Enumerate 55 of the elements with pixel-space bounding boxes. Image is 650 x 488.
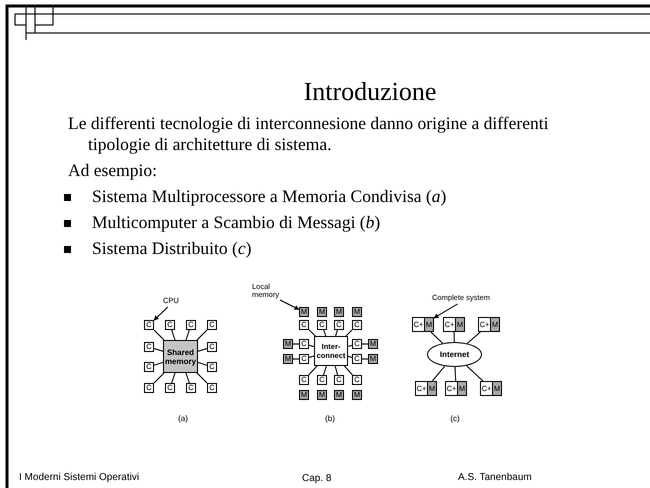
connection-line xyxy=(454,366,456,382)
connection-line xyxy=(154,362,164,366)
connection-line xyxy=(348,356,352,358)
network-ellipse: Internet xyxy=(427,342,482,367)
leader-arrow xyxy=(280,300,300,310)
connection-line xyxy=(186,330,190,340)
connection-line xyxy=(335,330,338,336)
connection-line xyxy=(432,366,446,382)
connection-line xyxy=(308,356,314,358)
connection-line xyxy=(323,330,326,336)
connection-line xyxy=(171,372,176,384)
computer-box xyxy=(443,317,465,332)
paragraph: Le differenti tecnologie di interconnesione danno origine a differenti tipologie di architetture di sistema. xyxy=(68,113,550,155)
footer-text: I Moderni Sistemi Operativi xyxy=(19,472,140,484)
computer-box xyxy=(445,381,467,396)
leader-arrow xyxy=(154,306,168,321)
connection-line xyxy=(198,348,208,352)
connection-line xyxy=(186,372,190,384)
connection-line xyxy=(323,366,327,376)
connection-line xyxy=(196,330,208,340)
bullet-text: Sistema Distribuito (c) xyxy=(92,238,252,259)
connection-line xyxy=(344,366,354,376)
footer-text: A.S. Tanenbaum xyxy=(458,472,532,484)
connection-line xyxy=(154,372,164,384)
computer-box xyxy=(480,381,502,396)
connection-line xyxy=(362,358,368,360)
body-text: Ad esempio: xyxy=(68,160,157,181)
footer-text: Cap. 8 xyxy=(302,473,332,485)
connection-line xyxy=(346,330,352,336)
connection-line xyxy=(466,332,481,344)
bullet-text: Sistema Multiprocessore a Memoria Condivisa (a) xyxy=(92,186,446,207)
connection-line xyxy=(196,372,208,384)
connection-line xyxy=(154,330,164,340)
connection-line xyxy=(454,332,455,342)
connection-line xyxy=(466,365,484,382)
connection-line xyxy=(308,344,314,348)
computer-box xyxy=(478,317,500,332)
shared-memory-box: Shared memory xyxy=(163,340,198,373)
figure-caption: (c) xyxy=(450,414,460,423)
figure-caption: (b) xyxy=(325,414,335,423)
bullet-text: Multicomputer a Scambio di Messagi (b) xyxy=(92,212,380,233)
connection-line xyxy=(334,366,338,376)
connection-line xyxy=(430,332,444,344)
leader-arrow xyxy=(434,304,458,318)
connection-line xyxy=(292,358,300,360)
connection-line xyxy=(154,348,164,352)
figure-caption: (a) xyxy=(178,414,188,423)
connection-line xyxy=(198,362,208,366)
computer-box xyxy=(412,317,434,332)
connection-line xyxy=(171,330,176,340)
connection-line xyxy=(348,344,352,347)
computer-box xyxy=(415,381,437,396)
slide-title: Introduzione xyxy=(304,77,436,107)
connection-line xyxy=(308,366,318,376)
connection-line xyxy=(308,329,316,336)
